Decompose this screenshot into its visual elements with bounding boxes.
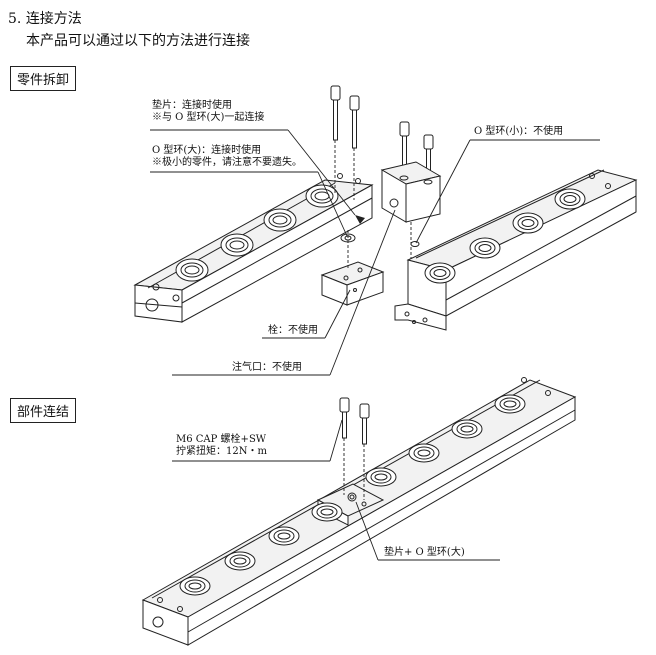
section-number: 5. xyxy=(8,11,22,27)
intro-text: 本产品可以通过以下的方法进行连接 xyxy=(26,33,250,49)
label-port: 注气口：不使用 xyxy=(232,362,302,373)
section-title-disassembly: 零件拆卸 xyxy=(10,66,77,91)
label-oring-large: O 型环(大)：连接时使用 ※极小的零件，请注意不要遗失。 xyxy=(152,145,302,169)
label-washer: 垫片：连接时使用 ※与 O 型环(大)一起连接 xyxy=(152,100,264,124)
left-manifold-drawing xyxy=(133,173,374,323)
right-manifold-drawing xyxy=(394,169,638,331)
assembled-drawing xyxy=(141,377,577,646)
label-bolt: M6 CAP 螺栓+SW 拧紧扭矩：12N・m xyxy=(176,434,267,458)
label-washer-line1: 垫片：连接时使用 xyxy=(152,100,232,111)
bolts-left xyxy=(330,85,434,200)
section-title-connection: 部件连结 xyxy=(10,398,77,423)
label-bolt-line1: M6 CAP 螺栓+SW xyxy=(176,434,267,445)
section-heading: 5. 连接方法 xyxy=(8,8,82,28)
label-oring-large-line2: ※极小的零件，请注意不要遗失。 xyxy=(152,157,302,168)
label-washer-line2: ※与 O 型环(大)一起连接 xyxy=(152,112,265,123)
leader-lines-1 xyxy=(150,129,600,376)
label-bolt-line2: 拧紧扭矩：12N・m xyxy=(176,446,267,457)
leader-lines-2 xyxy=(172,419,500,561)
section-title: 连接方法 xyxy=(25,11,82,27)
label-washer-oring: 垫片+ O 型环(大) xyxy=(384,547,465,558)
label-plug: 栓：不使用 xyxy=(268,325,318,336)
label-oring-large-line1: O 型环(大)：连接时使用 xyxy=(152,145,262,156)
label-oring-small: O 型环(小)：不使用 xyxy=(474,126,564,137)
connector-block xyxy=(320,161,442,312)
